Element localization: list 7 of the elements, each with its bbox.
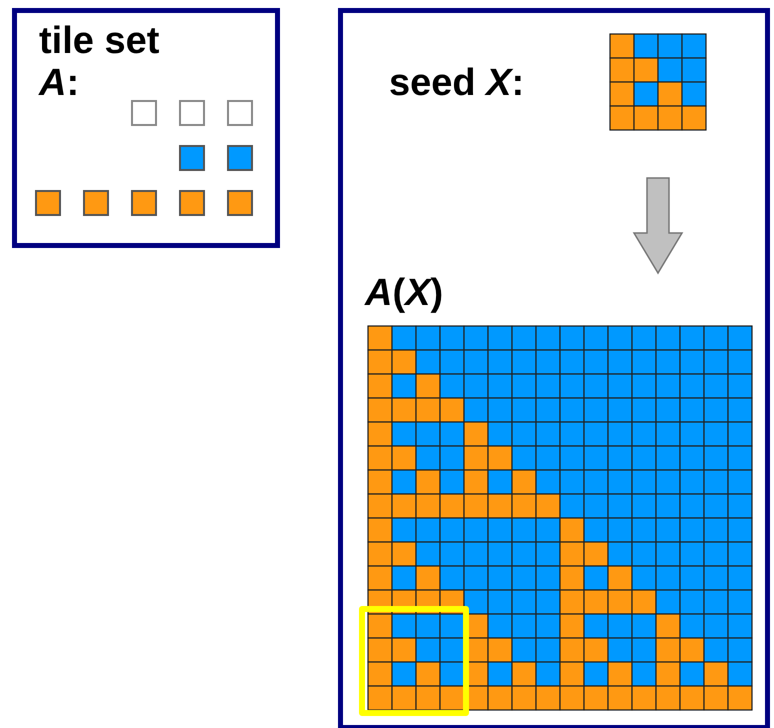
block-arrow <box>632 177 684 274</box>
grid-label: seed X: <box>389 63 524 105</box>
panel <box>12 8 280 248</box>
heading: tile set A: <box>39 21 160 105</box>
grid-label: A(X) <box>365 273 444 315</box>
highlight-frame <box>359 606 469 716</box>
panel <box>338 8 770 728</box>
